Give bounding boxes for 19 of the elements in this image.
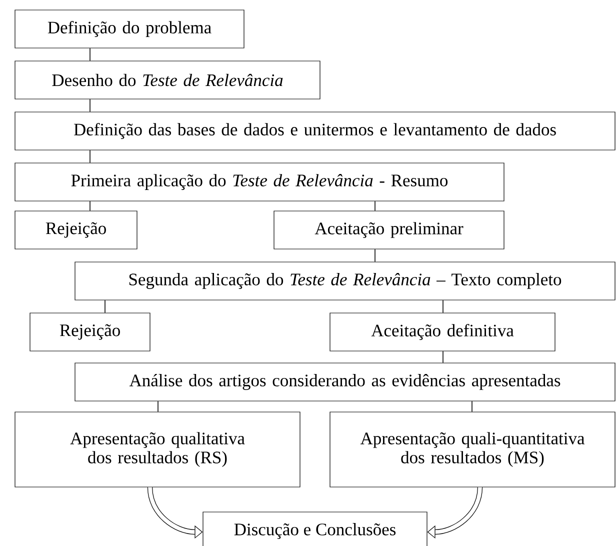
process-box: Definição das bases de dados e unitermos e levantamento de dados — [14, 112, 616, 150]
process-box: Apresentação qualitativa dos resultados (RS) — [14, 412, 300, 488]
process-box: Primeira aplicação do Teste de Relevância - Resumo — [14, 162, 504, 202]
process-box: Análise dos artigos considerando as evidências apresentadas — [74, 362, 616, 402]
process-box: Desenho do Teste de Relevância — [14, 60, 320, 100]
connector-line — [374, 200, 376, 212]
process-box: Aceitação definitiva — [330, 312, 556, 352]
connector-line — [442, 300, 444, 314]
process-box: Definição do problema — [14, 10, 244, 48]
process-box: Aceitação preliminar — [274, 210, 504, 250]
process-box: Rejeição — [14, 210, 138, 250]
process-box: Segunda aplicação do Teste de Relevância – Texto completo — [74, 262, 616, 300]
process-box: Rejeição — [30, 312, 150, 352]
process-box: Apresentação quali-quantitativa dos resultados (MS) — [330, 412, 616, 488]
connector-line — [374, 248, 376, 262]
curved-arrow — [427, 487, 483, 539]
connector-line — [442, 350, 444, 364]
process-box: Discução e Conclusões — [202, 512, 428, 546]
connector-line — [104, 300, 106, 314]
